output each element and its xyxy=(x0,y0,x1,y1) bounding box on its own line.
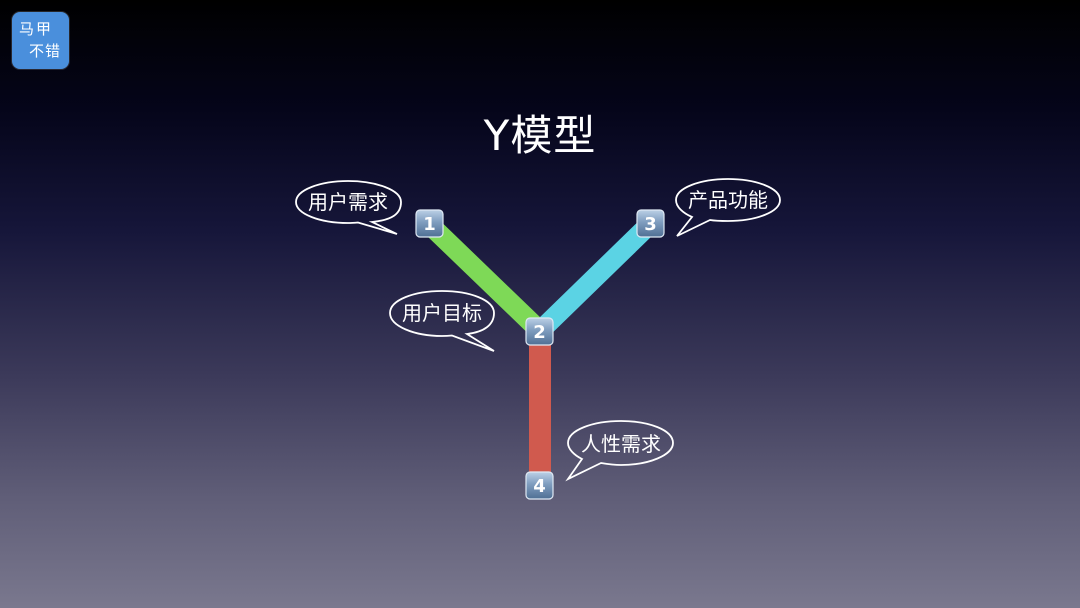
node-4-label: 4 xyxy=(533,476,546,497)
logo-badge: 马甲 不错 xyxy=(12,12,69,69)
branch-1-2 xyxy=(422,216,547,339)
bubble-user-goals-text: 用户目标 xyxy=(402,301,482,325)
node-1: 1 xyxy=(415,209,444,238)
logo-line-1: 马甲 xyxy=(19,20,54,38)
bubble-product-features: 产品功能 xyxy=(675,178,781,237)
bubble-human-nature-needs: 人性需求 xyxy=(565,420,674,482)
bubble-human-nature-needs-text: 人性需求 xyxy=(581,432,661,456)
bubble-user-needs: 用户需求 xyxy=(295,180,402,235)
bubble-user-needs-text: 用户需求 xyxy=(308,190,388,214)
bubble-product-features-text: 产品功能 xyxy=(688,188,768,212)
node-3-label: 3 xyxy=(644,214,657,235)
slide-title: Y模型 xyxy=(483,111,597,160)
node-3: 3 xyxy=(636,209,665,238)
node-4: 4 xyxy=(525,471,554,500)
bubble-user-goals: 用户目标 xyxy=(389,290,495,352)
branch-2-3 xyxy=(533,216,657,339)
node-2: 2 xyxy=(525,317,554,346)
node-1-label: 1 xyxy=(423,214,436,235)
logo-line-2: 不错 xyxy=(29,42,62,60)
node-2-label: 2 xyxy=(533,322,546,343)
